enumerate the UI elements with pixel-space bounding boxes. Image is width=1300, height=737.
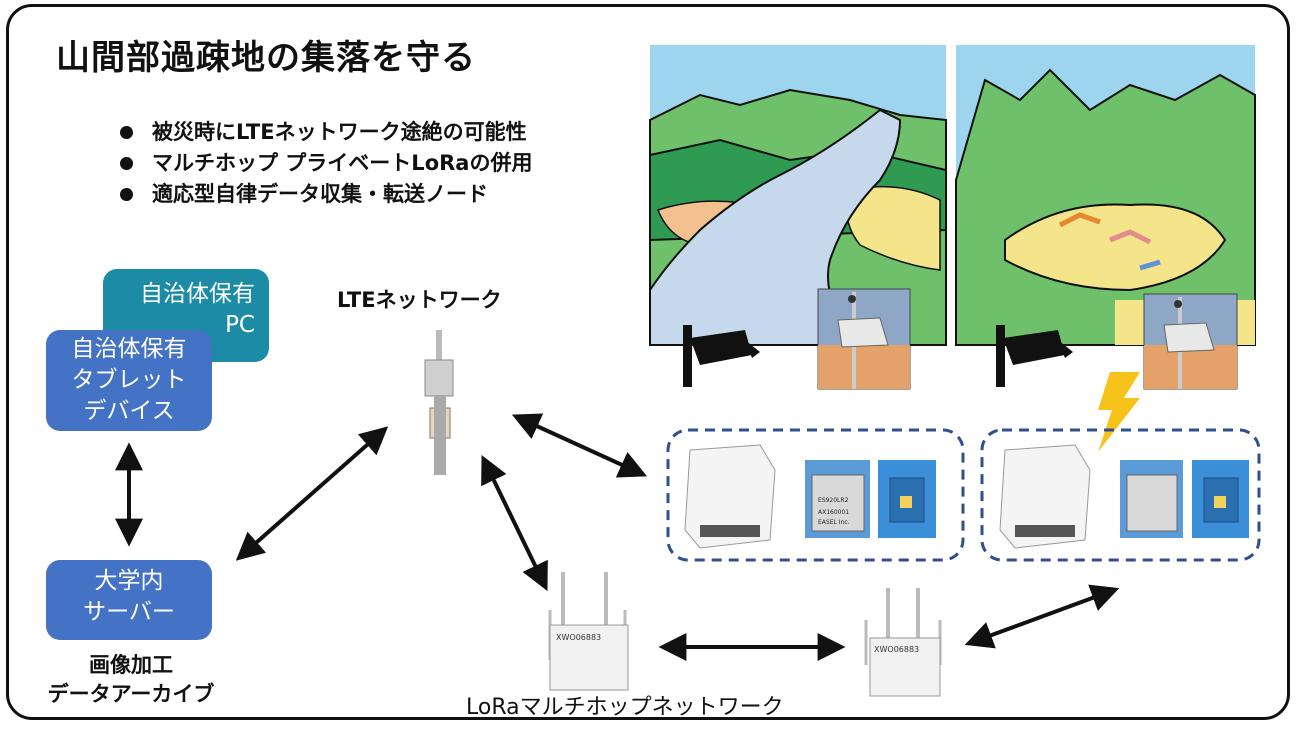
lora-module <box>1120 460 1183 538</box>
camera-icon <box>683 325 760 387</box>
archive-label-line: 画像加工 <box>89 653 173 677</box>
lora-router-icon: XWO06883 <box>548 572 629 691</box>
lte-antenna-icon <box>424 330 454 475</box>
lora-network-label: LoRaマルチホップネットワーク <box>466 695 784 720</box>
bullet-item: 適応型自律データ収集・転送ノード <box>118 179 532 210</box>
gateway-device <box>684 444 776 549</box>
box-label: サーバー <box>83 599 175 625</box>
link-arrow <box>511 413 648 478</box>
bullet-item: マルチホップ プライベートLoRaの併用 <box>118 148 532 179</box>
lightning-icon <box>1098 372 1140 452</box>
sensor-node-group <box>980 428 1261 562</box>
diagram-frame <box>6 4 1290 720</box>
lora-router-icon: XWO06883 <box>864 588 942 697</box>
lora-board <box>1192 460 1249 538</box>
slide-title: 山間部過疎地の集落を守る <box>56 38 476 78</box>
weather-station-photo <box>1143 293 1238 390</box>
box-label: 大学内 <box>94 568 164 594</box>
archive-label: 画像加工 データアーカイブ <box>28 651 234 709</box>
camera-icon <box>996 325 1073 387</box>
box-label: PC <box>225 312 255 338</box>
link-arrow <box>481 454 548 592</box>
module-label: ES920LR2 <box>818 497 849 504</box>
gateway-device <box>999 444 1091 549</box>
lora-module: ES920LR2 AX160001 EASEL Inc. <box>805 460 870 538</box>
link-arrow <box>964 584 1120 649</box>
box-label: 自治体保有 <box>71 336 187 362</box>
university-server-box: 大学内 サーバー <box>46 560 212 640</box>
municipal-pc-box: 自治体保有 PC <box>103 269 269 362</box>
box-label: タブレット <box>71 367 187 393</box>
bullet-item: 被災時にLTEネットワーク途絶の可能性 <box>118 117 532 148</box>
router-label: XWO06883 <box>874 645 919 654</box>
box-label: デバイス <box>83 398 175 424</box>
archive-label-line: データアーカイブ <box>47 682 215 706</box>
bullet-list: 被災時にLTEネットワーク途絶の可能性 マルチホップ プライベートLoRaの併用… <box>118 117 532 210</box>
weather-station-photo <box>817 288 911 390</box>
module-label: EASEL Inc. <box>818 519 850 526</box>
box-label: 自治体保有 <box>140 281 255 307</box>
municipal-tablet-box: 自治体保有 タブレット デバイス <box>46 330 212 431</box>
sensor-node-group <box>666 428 965 562</box>
module-label: AX160001 <box>818 509 849 516</box>
lte-network-label: LTEネットワーク <box>337 288 502 312</box>
link-arrow <box>235 426 389 561</box>
lora-board <box>878 460 936 538</box>
router-label: XWO06883 <box>556 633 601 642</box>
